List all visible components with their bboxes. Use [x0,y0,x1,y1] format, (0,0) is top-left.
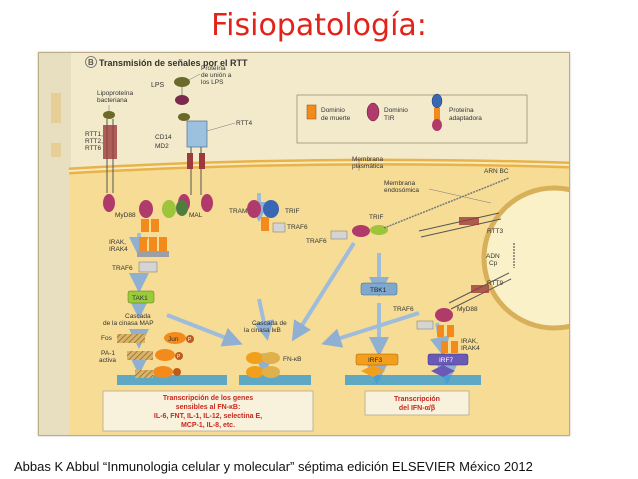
nfkb-output-line1: Transcripción de los genes [163,395,253,402]
ap1-fos [127,351,153,360]
nfkb-complex [246,352,280,364]
nfkb-output-box: Transcripción de los genes sensibles al … [102,390,314,432]
legend-adapter-line2: adaptadora [449,115,482,122]
traf6-left [138,261,158,273]
ap1-phospho: P [177,354,181,360]
rtt-group-receptor [103,119,117,212]
endosomal-membrane-label-1: Membrana [384,180,415,187]
traf6-left-label: TRAF6 [112,265,133,272]
dna-strands [117,365,481,385]
rtt-group-label-2: RTT2, [85,138,103,145]
irak-endo-label-1: IRAK, [461,338,478,345]
jun-protein [164,332,186,344]
ikb-cascade-label-1: Cascada de [252,320,287,327]
legend-tir-domain-line1: Dominio [384,107,408,114]
irak-label-1: IRAK, [109,239,126,246]
panel-letter: B [88,58,94,67]
signaling-diagram: B Transmisión de señales por el RTT Domi… [38,52,570,436]
map-cascade-label-1: Cascada [125,313,151,320]
mal-label: MAL [189,212,203,219]
rtt9-receptor [448,243,515,310]
irf3 [355,353,399,366]
map-cascade-label-2: de la cinasa MAP [103,320,154,327]
md2-label: MD2 [155,143,169,150]
plasma-membrane-label-2: plasmática [352,163,383,170]
endosome [481,185,569,331]
rtt-group-label-1: RTT1, [85,131,103,138]
irak-label-2: IRAK4 [109,246,128,253]
tram-trif-adaptors [247,200,286,233]
rtt4-label: RTT4 [236,120,253,127]
rtt3-label: RTT3 [487,228,504,235]
ifn-output-box: Transcripción del IFN-α/β [364,390,470,416]
tak1 [127,290,155,304]
irak-endo-label-2: IRAK4 [461,345,480,352]
adn-label-2: Cp [489,260,498,267]
cd14-label: CD14 [155,134,172,141]
ifn-output-line1: Transcripción [394,396,440,403]
lbp-label-2: de unión a [201,72,232,79]
irak-complex [137,237,169,257]
ap1-label-1: PA-1 [101,350,115,357]
nfkb-output-line2: sensibles al FN-κB: [176,404,241,411]
endosomal-membrane-label-2: endosómica [384,187,419,194]
ikb-cascade-label-2: la cinasa IκB [244,327,281,334]
irf7-label: IRF7 [439,357,453,364]
slide-caption: Abbas K Abbul “Inmunologia celular y mol… [14,459,533,474]
rtt-group-label-3: RTT6 [85,145,102,152]
legend-death-domain-line1: Dominio [321,107,345,114]
trif-label: TRIF [285,208,299,215]
tram-label: TRAM [229,208,247,215]
legend-adapter-line1: Proteína [449,107,474,114]
traf6-endo-label: TRAF6 [306,238,327,245]
ap1-label-2: activa [99,357,116,364]
rtt3-receptor [418,212,502,238]
lbp-label-3: los LPS [201,79,224,86]
nfkb-output-line3: IL-6, FNT, IL-1, IL-12, selectina E, [154,413,262,420]
lps-label: LPS [151,82,165,89]
lipoprotein-label-1: Lipoproteína [97,90,134,97]
trif-endosome [330,177,510,240]
traf6-mid-label: TRAF6 [287,224,308,231]
traf6-right-label: TRAF6 [393,306,414,313]
slide-title: Fisiopatología: [211,8,427,43]
jun-phospho: P [188,337,192,343]
irf7 [427,353,469,366]
nfkb-label: FN-κB [283,356,301,363]
fos-label: Fos [101,335,113,342]
endosome-myd88-complex [416,308,458,353]
nfkb-output-line4: MCP-1, IL-8, etc. [181,422,235,429]
ap1-jun [155,349,175,361]
lipoprotein-label-2: bacteriana [97,97,128,104]
ifn-output-line2: del IFN-α/β [399,405,436,412]
lbp-label-1: Proteína [201,65,226,72]
legend: Dominio de muerte Dominio TIR Proteína a… [296,93,528,144]
legend-death-domain-line2: de muerte [321,115,351,122]
myd88-mal-adaptors [139,200,188,232]
adn-label-1: ADN [486,253,500,260]
myd88-endo-label: MyD88 [457,306,478,313]
rtt9-label: RTT9 [487,280,504,287]
tak1-label: TAK1 [132,295,148,302]
irf3-label: IRF3 [368,357,382,364]
tbk1-label: TBK1 [370,287,387,294]
plasma-membrane-label-1: Membrana [352,156,383,163]
tbk1 [360,282,398,296]
myd88-label: MyD88 [115,212,136,219]
arn-label: ARN BC [484,168,509,175]
panel-title: Transmisión de señales por el RTT [99,58,248,68]
fos-protein [117,334,145,343]
jun-label: Jun [168,336,179,343]
legend-tir-domain-line2: TIR [384,115,395,122]
trif-endo-label: TRIF [369,214,383,221]
